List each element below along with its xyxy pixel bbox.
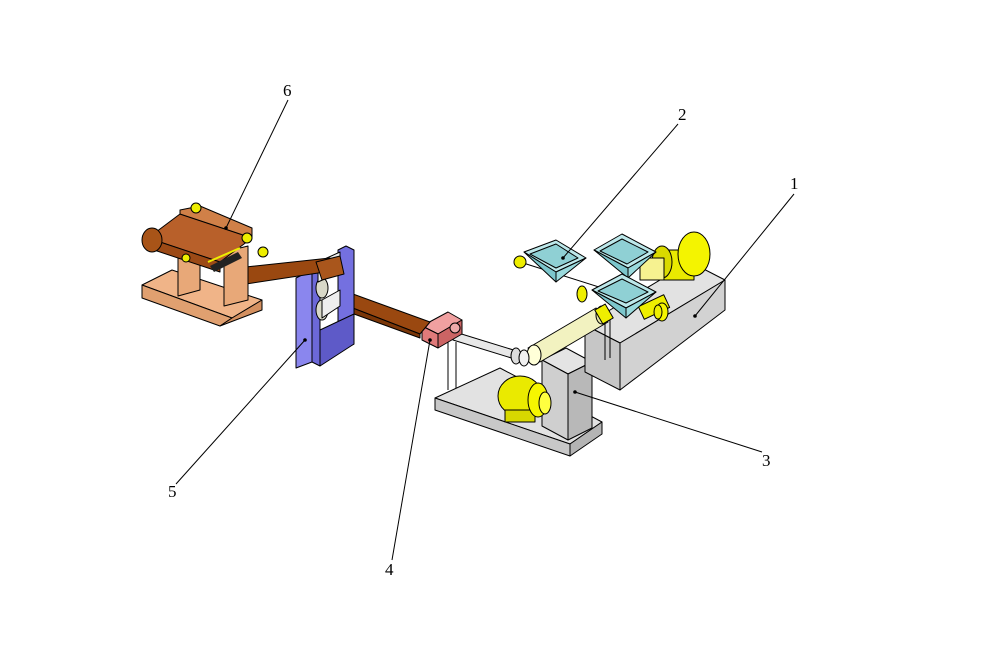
callout-label-4: 4	[385, 560, 394, 579]
component-3-drive-base	[434, 347, 603, 457]
connecting-shaft	[447, 331, 530, 390]
callout-label-6: 6	[283, 81, 292, 100]
callout-label-1: 1	[790, 174, 799, 193]
callout-label-5: 5	[168, 482, 177, 501]
component-2-hoppers	[513, 233, 663, 320]
component-1-extruder-base	[584, 231, 726, 391]
motor-lower-icon	[497, 375, 552, 423]
leader-lines	[175, 99, 795, 561]
callout-label-3: 3	[762, 451, 771, 470]
component-4-die	[421, 311, 463, 349]
barrel	[526, 303, 614, 366]
component-6-cutter	[141, 202, 269, 327]
callout-labels: 1 2 3 4 5 6	[168, 81, 799, 579]
motor-upper-icon	[639, 231, 711, 281]
conveyor-belt-upper	[235, 255, 345, 285]
callout-label-2: 2	[678, 105, 687, 124]
